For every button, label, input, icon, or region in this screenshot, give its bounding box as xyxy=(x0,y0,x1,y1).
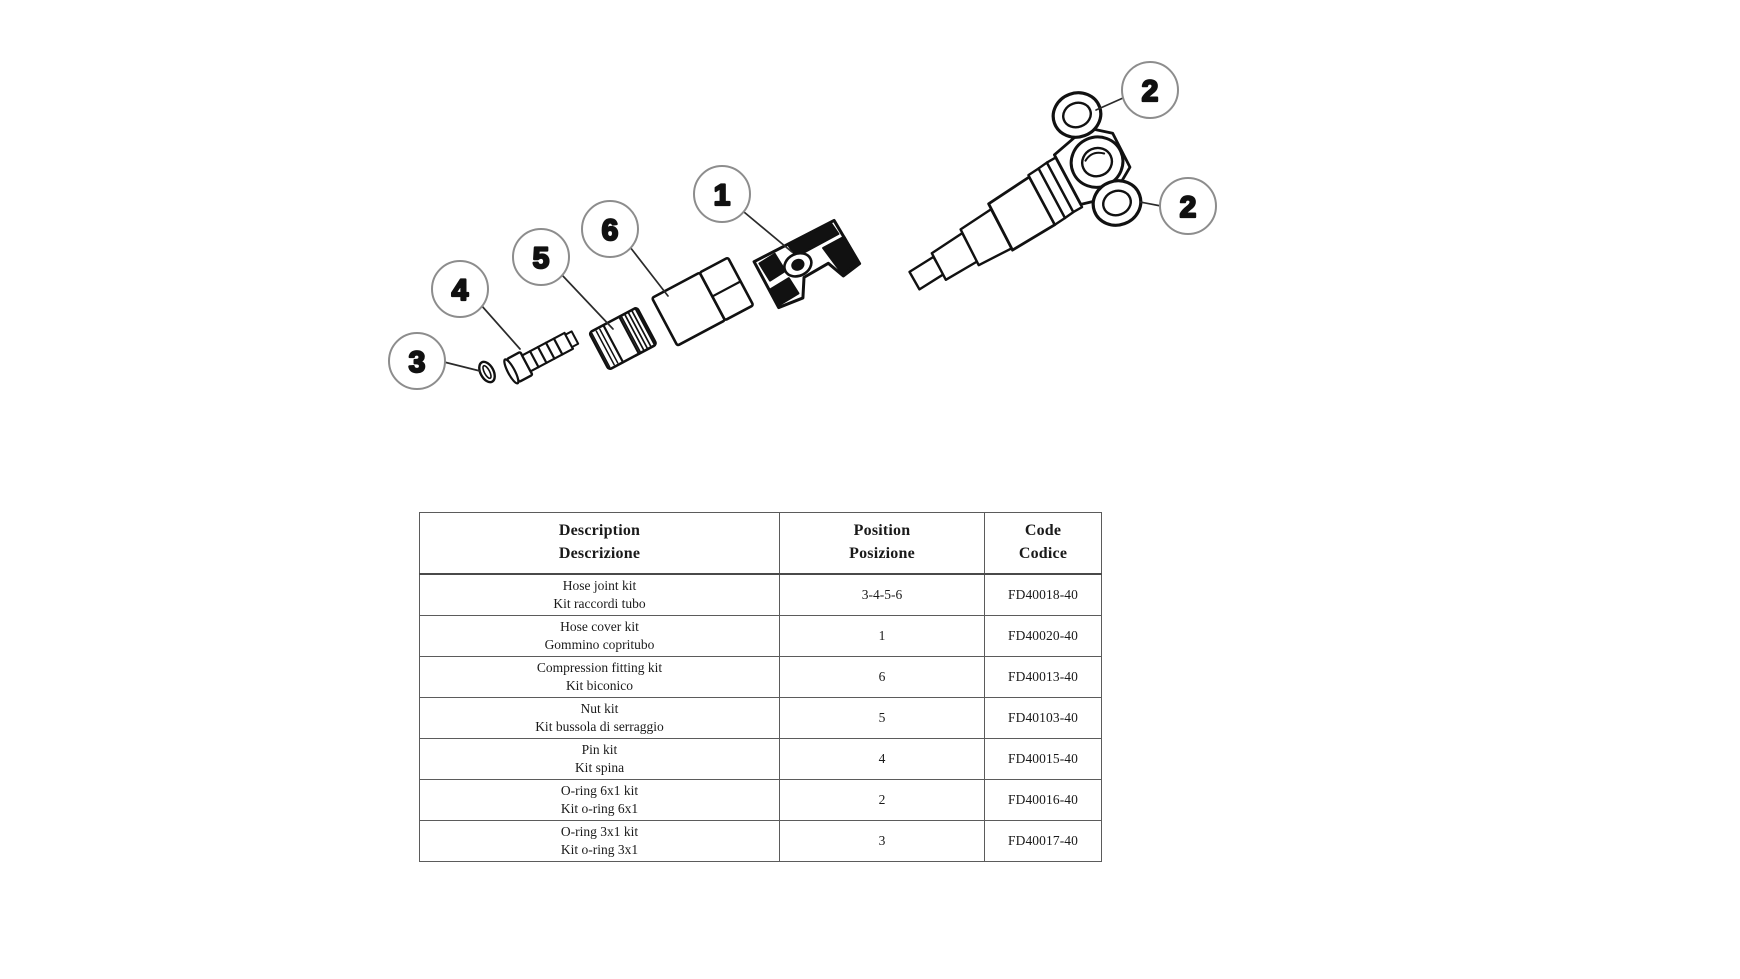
part-o-ring-6x1-lower xyxy=(1091,179,1143,227)
cell-description: Hose cover kit Gommino copritubo xyxy=(419,615,780,658)
leader-3 xyxy=(443,361,481,372)
description-en: Compression fitting kit xyxy=(536,660,663,676)
description-en: O-ring 3x1 kit xyxy=(560,823,639,839)
callout-3-label: 3 xyxy=(409,346,426,379)
part-pin xyxy=(503,330,580,385)
description-it: Gommino copritubo xyxy=(544,637,655,653)
table-row: Nut kit Kit bussola di serraggio 5 FD401… xyxy=(419,697,1102,740)
callout-5: 5 xyxy=(512,228,570,286)
parts-table-container: Description Descrizione Position Posizio… xyxy=(419,512,1102,862)
cell-code: FD40016-40 xyxy=(984,778,1102,821)
cell-position: 2 xyxy=(779,778,985,821)
description-it: Kit raccordi tubo xyxy=(553,596,646,612)
column-header-description-en: Description xyxy=(558,522,641,539)
leader-6 xyxy=(629,246,669,297)
cell-code: FD40013-40 xyxy=(984,656,1102,699)
leader-2b xyxy=(1139,201,1162,207)
leader-5 xyxy=(561,274,614,330)
leader-1 xyxy=(743,211,793,253)
column-header-description-it: Descrizione xyxy=(558,544,641,562)
callout-4-label: 4 xyxy=(452,274,469,307)
column-header-code: Code Codice xyxy=(984,512,1102,576)
column-header-code-en: Code xyxy=(1024,522,1062,539)
cell-position: 3 xyxy=(779,819,985,862)
callout-5-label: 5 xyxy=(533,242,550,275)
description-en: Hose cover kit xyxy=(560,619,639,635)
description-it: Kit biconico xyxy=(565,678,634,694)
callout-4: 4 xyxy=(431,260,489,318)
table-row: Hose cover kit Gommino copritubo 1 FD400… xyxy=(419,615,1102,658)
cell-position: 1 xyxy=(779,615,985,658)
part-o-ring-6x1-upper xyxy=(1051,91,1103,139)
callout-2a: 2 xyxy=(1121,61,1179,119)
callout-3: 3 xyxy=(388,332,446,390)
leader-4 xyxy=(480,304,521,350)
table-header-row: Description Descrizione Position Posizio… xyxy=(419,512,1102,576)
column-header-position-it: Posizione xyxy=(849,544,915,562)
cell-description: Pin kit Kit spina xyxy=(419,738,780,780)
callout-1: 1 xyxy=(693,165,751,223)
cell-description: Compression fitting kit Kit biconico xyxy=(419,656,780,699)
callout-6: 6 xyxy=(581,200,639,258)
column-header-description: Description Descrizione xyxy=(419,512,780,576)
cell-position: 3-4-5-6 xyxy=(779,573,985,617)
cell-description: O-ring 3x1 kit Kit o-ring 3x1 xyxy=(419,819,780,862)
description-en: Hose joint kit xyxy=(562,578,637,594)
column-header-position: Position Posizione xyxy=(779,512,985,576)
part-hose-assembly xyxy=(908,126,1132,291)
description-en: Nut kit xyxy=(580,701,619,717)
part-hose-cover xyxy=(752,218,862,310)
cell-code: FD40020-40 xyxy=(984,615,1102,658)
exploded-view-drawing: 1 2 2 3 4 xyxy=(0,0,1740,470)
cell-description: Nut kit Kit bussola di serraggio xyxy=(419,697,780,740)
description-en: O-ring 6x1 kit xyxy=(560,782,639,798)
description-it: Kit o-ring 3x1 xyxy=(560,841,639,857)
callout-balloons: 1 2 2 3 4 xyxy=(388,61,1217,390)
column-header-position-en: Position xyxy=(853,522,911,539)
table-row: Pin kit Kit spina 4 FD40015-40 xyxy=(419,738,1102,780)
description-it: Kit spina xyxy=(574,760,625,776)
column-header-code-it: Codice xyxy=(1018,544,1068,562)
table-row: O-ring 3x1 kit Kit o-ring 3x1 3 FD40017-… xyxy=(419,819,1102,862)
cell-position: 6 xyxy=(779,656,985,699)
parts-table: Description Descrizione Position Posizio… xyxy=(419,512,1102,862)
cell-description: Hose joint kit Kit raccordi tubo xyxy=(419,573,780,617)
table-row: Hose joint kit Kit raccordi tubo 3-4-5-6… xyxy=(419,573,1102,617)
table-row: O-ring 6x1 kit Kit o-ring 6x1 2 FD40016-… xyxy=(419,778,1102,821)
callout-2b: 2 xyxy=(1159,177,1217,235)
cell-code: FD40015-40 xyxy=(984,738,1102,780)
part-nut-bushing xyxy=(588,307,657,370)
cell-code: FD40018-40 xyxy=(984,573,1102,617)
cell-position: 4 xyxy=(779,738,985,780)
leader-lines xyxy=(443,97,1162,372)
cell-position: 5 xyxy=(779,697,985,740)
part-compression-fitting xyxy=(651,256,754,347)
description-it: Kit o-ring 6x1 xyxy=(560,800,639,816)
callout-2b-label: 2 xyxy=(1180,191,1197,224)
cell-code: FD40103-40 xyxy=(984,697,1102,740)
description-en: Pin kit xyxy=(581,742,618,758)
table-row: Compression fitting kit Kit biconico 6 F… xyxy=(419,656,1102,699)
leader-2a xyxy=(1095,97,1124,111)
cell-code: FD40017-40 xyxy=(984,819,1102,862)
callout-1-label: 1 xyxy=(714,179,731,212)
callout-6-label: 6 xyxy=(602,214,619,247)
cell-description: O-ring 6x1 kit Kit o-ring 6x1 xyxy=(419,778,780,821)
callout-2a-label: 2 xyxy=(1142,75,1159,108)
part-o-ring-3x1 xyxy=(478,360,496,384)
description-it: Kit bussola di serraggio xyxy=(535,719,664,735)
